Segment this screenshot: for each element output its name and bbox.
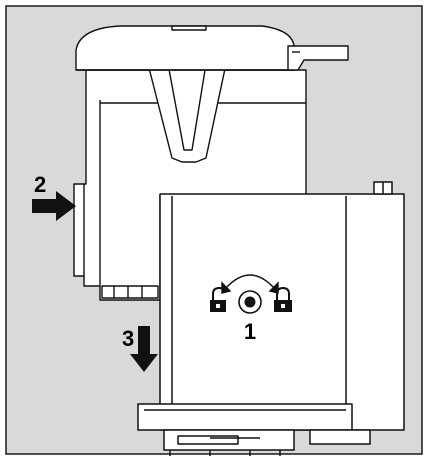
lid-handle [171,25,207,31]
dial-knob-icon [238,290,262,314]
arrow-down-icon [130,326,158,372]
step-label-3: 3 [122,326,134,351]
tank-lid [75,25,295,71]
tank-funnel-inner [167,63,207,151]
machine-body [137,181,405,456]
arrow-right-icon [32,191,76,221]
right-foot [309,429,371,445]
unlocked-padlock-icon [210,286,226,312]
connector-slot [177,435,239,445]
water-tank [73,25,349,301]
step-label-2: 2 [34,172,46,197]
step-label-1: 1 [244,319,256,344]
drip-tray [137,403,353,431]
tank-base [101,285,159,299]
locked-padlock-icon [274,286,292,312]
tank-spout [287,45,349,71]
